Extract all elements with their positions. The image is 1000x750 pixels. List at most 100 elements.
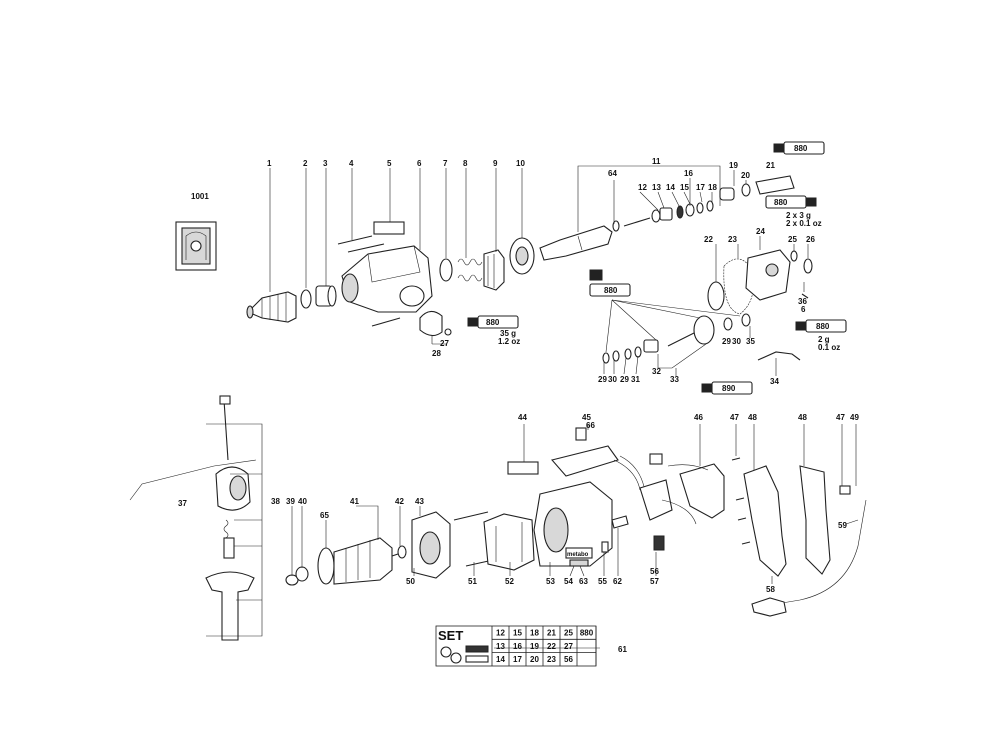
set-cell: 25 [564, 629, 573, 638]
ring-icon [450, 652, 462, 664]
part-48-handle-left [743, 465, 787, 577]
part-43-bearing-plate [411, 511, 451, 579]
set-cell: 12 [496, 629, 505, 638]
callout-36: 36 [798, 297, 807, 306]
callout-1001: 1001 [191, 192, 209, 201]
set-cell: 22 [547, 642, 556, 651]
set-cell: 15 [513, 629, 522, 638]
part-4-pins [337, 235, 385, 253]
callout-27: 27 [440, 339, 449, 348]
callout-33: 33 [670, 375, 679, 384]
grease-tube-1: 880 [467, 315, 519, 329]
callout-43: 43 [415, 497, 424, 506]
callout-4: 4 [349, 159, 354, 168]
screw-icon [465, 645, 489, 653]
part-11-spindle [539, 225, 613, 261]
part-47-screws [731, 457, 751, 545]
callout-32: 32 [652, 367, 661, 376]
parts-12-18-stack [623, 200, 714, 227]
callout-62: 62 [613, 577, 622, 586]
set-cell: 16 [513, 642, 522, 651]
part-54-logo-plate [565, 547, 593, 559]
tube-7-label: 890 [722, 384, 736, 393]
tube-1-label: 880 [486, 318, 500, 327]
callout-23: 23 [728, 235, 737, 244]
set-cell: 18 [530, 629, 539, 638]
part-64-washer [612, 220, 620, 232]
part-56-57-electronics [639, 453, 697, 551]
set-cell: 14 [496, 655, 505, 664]
pin-icon [465, 655, 489, 663]
callout-63: 63 [579, 577, 588, 586]
part-8-spring [457, 258, 483, 282]
qty-2x3g: 2 x 3 g [786, 211, 811, 220]
part-49-strain-relief [839, 485, 851, 495]
grease-tube-3: 880 [773, 141, 825, 155]
callout-6: 6 [417, 159, 422, 168]
part-6-gear-housing [341, 245, 433, 327]
callout-29-a: 29 [598, 375, 607, 384]
parts-22-26-cover [707, 249, 813, 315]
callout-37: 37 [178, 499, 187, 508]
qty-2g: 2 g [818, 335, 830, 344]
qty-0-1oz: 0.1 oz [818, 343, 840, 352]
leader-lines [206, 165, 859, 649]
callout-31: 31 [631, 375, 640, 384]
callout-29-b: 29 [620, 375, 629, 384]
callout-46: 46 [694, 413, 703, 422]
qty-2x0-1oz: 2 x 0.1 oz [786, 219, 822, 228]
part-46-brush-plate [667, 463, 725, 519]
callout-61: 61 [618, 645, 627, 654]
grease-tube-4: 880 [765, 195, 817, 209]
part-55-part [601, 541, 609, 553]
callout-54: 54 [564, 577, 573, 586]
set-cell: 21 [547, 629, 556, 638]
callout-39: 39 [286, 497, 295, 506]
part-48-handle-right [799, 465, 831, 575]
callout-1: 1 [267, 159, 272, 168]
callout-48-a: 48 [748, 413, 757, 422]
parts-32-33-shaft [602, 313, 751, 364]
callout-64-top: 64 [608, 169, 617, 178]
callout-34: 34 [770, 377, 779, 386]
qty-35g: 35 g [500, 329, 516, 338]
callout-17: 17 [696, 183, 705, 192]
callout-45: 45 [582, 413, 591, 422]
callout-58: 58 [766, 585, 775, 594]
callout-10: 10 [516, 159, 525, 168]
part-9-clutch [483, 249, 505, 291]
set-cell: 17 [513, 655, 522, 664]
grease-tube-6 [596, 262, 636, 274]
callout-22: 22 [704, 235, 713, 244]
callout-38: 38 [271, 497, 280, 506]
callout-66: 66 [586, 421, 595, 430]
callout-6-right: 6 [801, 305, 806, 314]
part-44-label [507, 461, 539, 475]
callout-48-b: 48 [798, 413, 807, 422]
set-cell: 56 [564, 655, 573, 664]
callout-16: 16 [684, 169, 693, 178]
parts-27-28-selector [419, 310, 452, 337]
part-38-side-handle [205, 395, 255, 641]
tube-2-label: 880 [604, 286, 618, 295]
tube-5-label: 880 [816, 322, 830, 331]
set-cell: 880 [580, 629, 594, 638]
callout-20: 20 [741, 171, 750, 180]
callout-35: 35 [746, 337, 755, 346]
callout-47-a: 47 [730, 413, 739, 422]
callout-14: 14 [666, 183, 675, 192]
callout-51: 51 [468, 577, 477, 586]
callout-7: 7 [443, 159, 448, 168]
qty-1-2oz: 1.2 oz [498, 337, 520, 346]
callout-53: 53 [546, 577, 555, 586]
part-34-brush-holder [757, 351, 801, 361]
grease-tube-7: 890 [701, 381, 753, 395]
set-title: SET [438, 628, 463, 643]
callout-19: 19 [729, 161, 738, 170]
callout-29-c: 29 [722, 337, 731, 346]
callout-labels: 1001 1 2 3 4 5 6 7 8 9 10 11 64 16 12 13… [178, 157, 859, 654]
set-cell: 27 [564, 642, 573, 651]
part-7-ring [439, 258, 453, 282]
callout-52: 52 [505, 577, 514, 586]
